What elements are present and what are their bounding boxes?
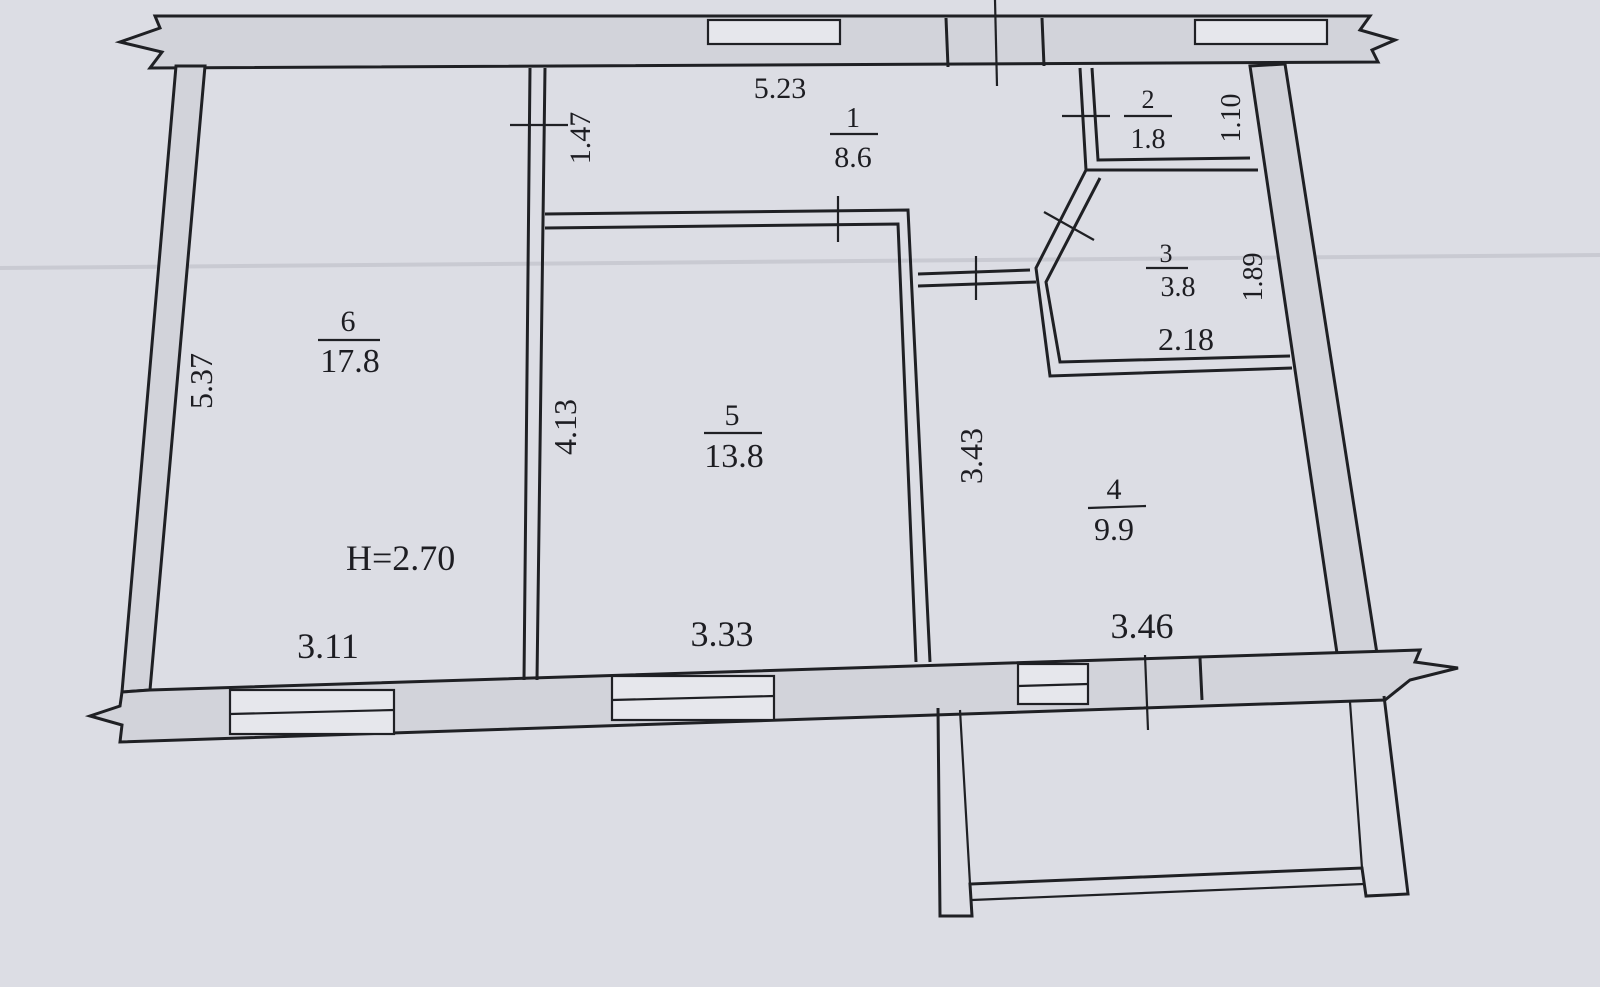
top-window-right bbox=[1193, 18, 1329, 46]
dim-bath-depth: 1.89 bbox=[1238, 253, 1269, 302]
door-tick-bathroom bbox=[1043, 211, 1095, 241]
room-4-number: 4 bbox=[1107, 473, 1122, 506]
dim-bath-width: 2.18 bbox=[1158, 321, 1214, 357]
room-2-area: 1.8 bbox=[1131, 124, 1166, 155]
room-6-number: 6 bbox=[341, 305, 356, 338]
balcony-door-jamb bbox=[1198, 657, 1204, 701]
bottom-window-3-glass bbox=[1017, 682, 1089, 688]
dim-kitchen-width: 3.46 bbox=[1111, 606, 1174, 646]
room-6-area: 17.8 bbox=[320, 343, 380, 380]
bottom-window-2-glass bbox=[611, 694, 775, 702]
bottom-window-1-glass bbox=[229, 708, 395, 716]
room-2-number: 2 bbox=[1142, 85, 1155, 114]
balcony-door-tick bbox=[1143, 654, 1150, 731]
wall-bathroom bbox=[1034, 169, 1293, 378]
dim-room6-depth: 5.37 bbox=[183, 353, 219, 409]
room-5-area: 13.8 bbox=[704, 438, 764, 475]
room-4-fraction-bar bbox=[1087, 504, 1147, 510]
room-5-number: 5 bbox=[725, 399, 740, 432]
dim-hall-depth: 1.47 bbox=[564, 112, 597, 165]
top-window-left bbox=[706, 18, 842, 46]
room-3-number: 3 bbox=[1160, 239, 1173, 268]
dim-room6-width: 3.11 bbox=[297, 626, 359, 666]
room-1-area: 8.6 bbox=[834, 141, 872, 174]
ceiling-height-label: H=2.70 bbox=[346, 538, 455, 578]
wall-room6-room5 bbox=[522, 67, 547, 681]
dim-hall-width: 5.23 bbox=[754, 72, 807, 105]
dim-room5-depth: 4.13 bbox=[547, 399, 583, 455]
balcony bbox=[936, 695, 1410, 918]
entrance-tick bbox=[993, 0, 999, 87]
paper-fold bbox=[0, 253, 1600, 270]
balcony-rail bbox=[971, 882, 1365, 902]
dim-kitchen-depth: 3.43 bbox=[953, 428, 989, 484]
room-1-number: 1 bbox=[846, 103, 860, 134]
room-3-area: 3.8 bbox=[1161, 272, 1196, 303]
dim-wc-depth: 1.10 bbox=[1216, 94, 1247, 143]
dim-room5-width: 3.33 bbox=[691, 614, 754, 654]
room-4-area: 9.9 bbox=[1094, 511, 1134, 547]
entrance-jamb-left bbox=[944, 17, 950, 68]
balcony-inner bbox=[958, 701, 1364, 885]
wall-hall-room5 bbox=[544, 208, 932, 663]
entrance-jamb-right bbox=[1040, 17, 1046, 67]
